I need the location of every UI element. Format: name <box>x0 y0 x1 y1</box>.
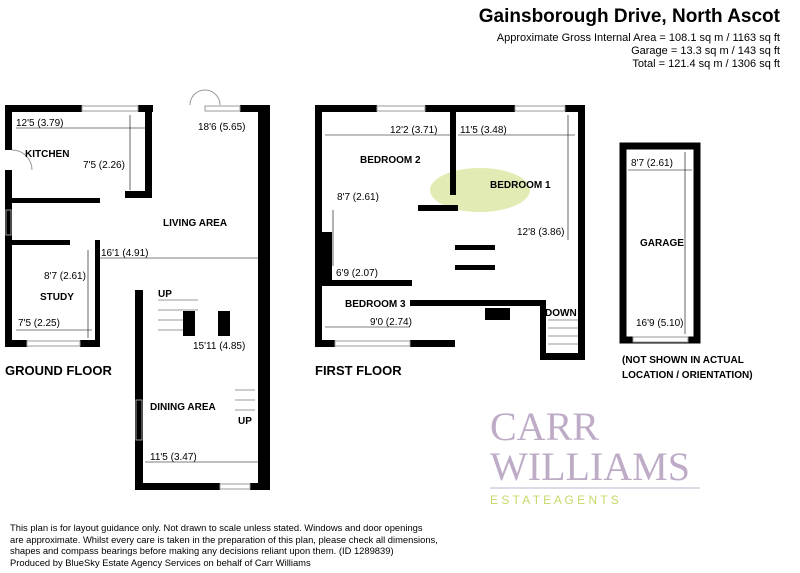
dim-garage-w: 8'7 (2.61) <box>631 158 673 169</box>
total-area: Total = 121.4 sq m / 1306 sq ft <box>632 58 780 70</box>
ground-floor-windows <box>5 89 255 490</box>
room-dining: DINING AREA <box>150 402 216 413</box>
ground-floor-dim-lines <box>16 115 258 463</box>
ground-floor-label: GROUND FLOOR <box>5 363 112 378</box>
disclaimer-line: Produced by BlueSky Estate Agency Servic… <box>10 556 311 568</box>
dim-garage-d: 16'9 (5.10) <box>636 318 684 329</box>
watermark-line3: E S T A T E A G E N T S <box>490 493 619 507</box>
dim-bed1-d: 12'8 (3.86) <box>517 227 565 238</box>
disclaimer: This plan is for layout guidance only. N… <box>10 522 450 568</box>
dim-study-w: 7'5 (2.25) <box>18 318 60 329</box>
dim-living-d: 18'6 (5.65) <box>198 122 246 133</box>
first-floor-walls <box>315 105 585 360</box>
disclaimer-line: This plan is for layout guidance only. N… <box>10 522 423 533</box>
garage-area: Garage = 13.3 sq m / 143 sq ft <box>631 45 780 57</box>
ground-floor-walls <box>5 105 270 490</box>
first-floor-dim-lines <box>325 115 575 328</box>
room-living: LIVING AREA <box>163 218 227 229</box>
dim-bed2-d: 8'7 (2.61) <box>337 192 379 203</box>
garage-note-2: LOCATION / ORIENTATION) <box>622 370 753 381</box>
property-title: Gainsborough Drive, North Ascot <box>478 6 780 27</box>
garage-plan <box>619 142 701 344</box>
watermark-line2: WILLIAMS <box>490 444 690 489</box>
watermark: CARR WILLIAMS E S T A T E A G E N T S <box>490 404 700 507</box>
dim-bed3-w: 9'0 (2.74) <box>370 317 412 328</box>
disclaimer-line: are approximate. Whilst every care is ta… <box>10 533 438 545</box>
room-kitchen: KITCHEN <box>25 149 69 160</box>
dim-kitchen-w: 12'5 (3.79) <box>16 118 64 129</box>
dim-dining-w: 11'5 (3.47) <box>150 452 197 463</box>
stairs-up: UP <box>158 289 172 300</box>
stairs-down: DOWN <box>545 308 577 319</box>
dim-bed2-w: 12'2 (3.71) <box>390 125 438 136</box>
room-bedroom-2: BEDROOM 2 <box>360 155 421 166</box>
dim-bed1-w: 11'5 (3.48) <box>460 125 507 136</box>
dim-living-w: 16'1 (4.91) <box>101 248 149 259</box>
dim-kitchen-d: 7'5 (2.26) <box>83 160 125 171</box>
room-study: STUDY <box>40 292 74 303</box>
stairs-up-2: UP <box>238 416 252 427</box>
watermark-line1: CARR <box>490 404 599 449</box>
garage-note-1: (NOT SHOWN IN ACTUAL <box>622 355 744 366</box>
room-garage: GARAGE <box>640 238 684 249</box>
disclaimer-line: shapes and compass bearings before makin… <box>10 545 394 556</box>
room-bedroom-1: BEDROOM 1 <box>490 180 551 191</box>
gross-area: Approximate Gross Internal Area = 108.1 … <box>496 32 780 44</box>
dim-dining-d: 15'11 (4.85) <box>193 341 245 352</box>
dim-bed3-d: 6'9 (2.07) <box>336 268 378 279</box>
first-floor-windows <box>334 105 578 347</box>
first-floor-label: FIRST FLOOR <box>315 363 402 378</box>
dim-study-d: 8'7 (2.61) <box>44 271 86 282</box>
room-bedroom-3: BEDROOM 3 <box>345 299 406 310</box>
